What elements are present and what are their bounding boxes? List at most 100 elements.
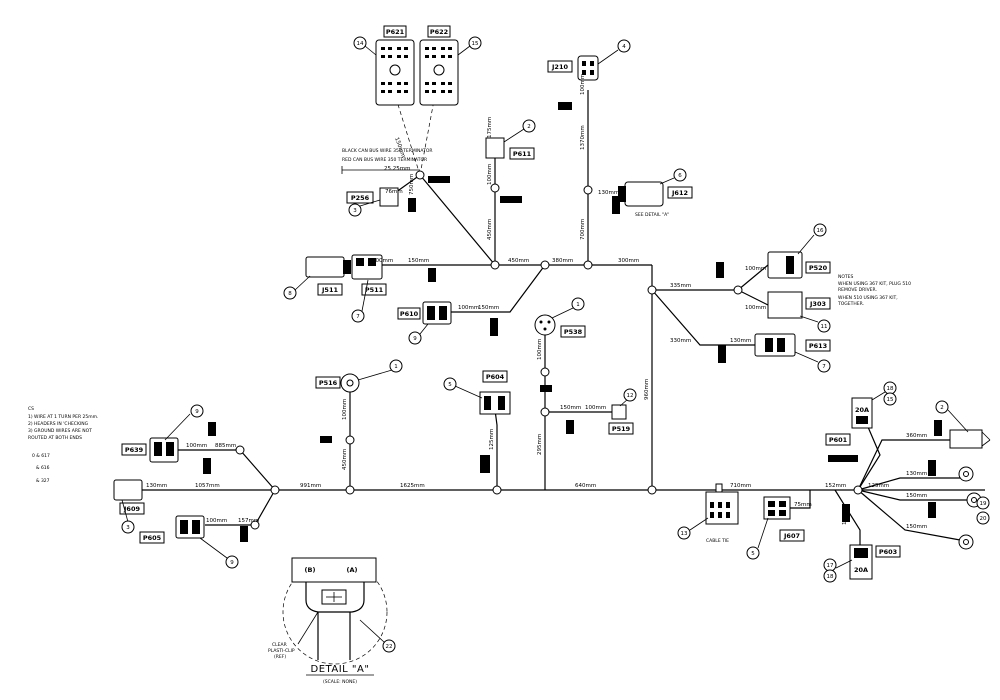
svg-text:9: 9 bbox=[230, 560, 234, 566]
connector-p603-fuse: 20A P603 bbox=[849, 544, 901, 580]
left-notes: CS 1) WIRE AT 1 TURN PER 25mm. 2) HEADER… bbox=[28, 406, 98, 484]
svg-text:1: 1 bbox=[394, 364, 398, 370]
svg-text:J303: J303 bbox=[809, 300, 826, 308]
svg-text:2) HEADERS IN 'CHECKING: 2) HEADERS IN 'CHECKING bbox=[28, 421, 89, 427]
connector-p511: P511 bbox=[351, 254, 387, 296]
svg-text:P603: P603 bbox=[879, 548, 897, 556]
svg-text:710mm: 710mm bbox=[730, 483, 751, 489]
svg-text:DETAIL "A": DETAIL "A" bbox=[311, 664, 370, 675]
svg-text:750mm: 750mm bbox=[409, 174, 415, 195]
connector-p621-pins bbox=[381, 47, 408, 93]
svg-text:6: 6 bbox=[678, 173, 682, 179]
svg-text:14: 14 bbox=[357, 41, 364, 47]
connector-p516: P516 bbox=[315, 373, 360, 393]
connector-p538: P538 bbox=[534, 314, 586, 338]
svg-text:1625mm: 1625mm bbox=[400, 483, 425, 489]
svg-text:13: 13 bbox=[681, 531, 688, 537]
svg-text:100mm: 100mm bbox=[372, 258, 393, 264]
svg-text:175mm: 175mm bbox=[487, 117, 493, 138]
svg-text:100mm: 100mm bbox=[342, 399, 348, 420]
svg-text:P621: P621 bbox=[386, 28, 405, 36]
connector-p520: P520 bbox=[767, 251, 831, 279]
svg-text:19: 19 bbox=[980, 501, 987, 507]
svg-text:300mm: 300mm bbox=[618, 258, 639, 264]
svg-text:100mm: 100mm bbox=[487, 164, 493, 185]
svg-text:15: 15 bbox=[887, 397, 894, 403]
svg-text:J607: J607 bbox=[783, 532, 800, 540]
svg-text:P601: P601 bbox=[829, 436, 848, 444]
connector-p601-fuse: 20A P601 bbox=[825, 397, 873, 446]
svg-text:(A): (A) bbox=[347, 566, 358, 574]
svg-text:BLACK CAN BUS WIRE 350 TERMINA: BLACK CAN BUS WIRE 350 TERMINATOR bbox=[342, 148, 433, 154]
svg-text:15: 15 bbox=[472, 41, 479, 47]
svg-text:P605: P605 bbox=[143, 534, 162, 542]
svg-text:885mm: 885mm bbox=[215, 443, 236, 449]
svg-text:100mm: 100mm bbox=[585, 405, 606, 411]
svg-text:9: 9 bbox=[195, 409, 199, 415]
svg-text:P622: P622 bbox=[430, 28, 448, 36]
svg-text:75mm: 75mm bbox=[794, 502, 812, 508]
svg-text:WHEN USING 367 KIT, PLUG 510: WHEN USING 367 KIT, PLUG 510 bbox=[838, 281, 911, 287]
svg-text:& 616: & 616 bbox=[36, 465, 50, 471]
svg-text:J511: J511 bbox=[321, 286, 338, 294]
svg-text:20: 20 bbox=[980, 516, 987, 522]
svg-text:150mm: 150mm bbox=[560, 405, 581, 411]
svg-text:22: 22 bbox=[386, 644, 393, 650]
svg-text:640mm: 640mm bbox=[575, 483, 596, 489]
svg-text:5: 5 bbox=[448, 382, 452, 388]
svg-text:(SCALE: NONE): (SCALE: NONE) bbox=[323, 679, 357, 685]
see-detail-label: SEE DETAIL "A" bbox=[635, 212, 669, 218]
svg-text:450mm: 450mm bbox=[342, 449, 348, 470]
svg-text:(REF): (REF) bbox=[274, 654, 286, 660]
junction-nodes bbox=[235, 170, 863, 530]
svg-text:8: 8 bbox=[288, 291, 292, 297]
item-balloons: 14 15 4 2 6 3 8 7 9 1 16 11 bbox=[121, 36, 990, 653]
svg-text:991mm: 991mm bbox=[300, 483, 321, 489]
svg-text:P613: P613 bbox=[809, 342, 827, 350]
connector-j511: J511 bbox=[305, 256, 351, 296]
svg-text:18: 18 bbox=[827, 574, 834, 580]
svg-text:295mm: 295mm bbox=[537, 434, 543, 455]
connector-p519: P519 bbox=[608, 404, 634, 435]
svg-text:P511: P511 bbox=[365, 286, 384, 294]
svg-text:3) GROUND WIRES ARE NOT: 3) GROUND WIRES ARE NOT bbox=[28, 428, 92, 434]
svg-text:100mm: 100mm bbox=[745, 266, 766, 272]
svg-text:J609: J609 bbox=[123, 505, 140, 513]
svg-text:152mm: 152mm bbox=[825, 483, 846, 489]
svg-text:12: 12 bbox=[627, 393, 634, 399]
svg-text:130mm: 130mm bbox=[906, 471, 927, 477]
svg-text:3: 3 bbox=[126, 525, 130, 531]
svg-text:P520: P520 bbox=[809, 264, 828, 272]
connector-p256: P256 bbox=[346, 187, 399, 207]
svg-text:330mm: 330mm bbox=[670, 338, 691, 344]
svg-text:150mm: 150mm bbox=[478, 305, 499, 311]
svg-text:1: 1 bbox=[576, 302, 580, 308]
connector-j303: J303 bbox=[767, 291, 831, 319]
svg-text:100mm: 100mm bbox=[842, 504, 848, 525]
svg-text:7: 7 bbox=[356, 314, 360, 320]
svg-text:P516: P516 bbox=[319, 379, 338, 387]
svg-text:100mm: 100mm bbox=[580, 74, 586, 95]
svg-text:1) WIRE AT 1 TURN PER 25mm.: 1) WIRE AT 1 TURN PER 25mm. bbox=[28, 414, 98, 420]
svg-text:P611: P611 bbox=[513, 150, 532, 158]
svg-text:ROUTED AT BOTH ENDS: ROUTED AT BOTH ENDS bbox=[28, 435, 82, 441]
harness-trunks bbox=[140, 90, 985, 545]
connector-p604: P604 bbox=[479, 370, 511, 415]
connector-j609: J609 bbox=[113, 479, 145, 515]
svg-text:100mm: 100mm bbox=[745, 305, 766, 311]
svg-text:P610: P610 bbox=[400, 310, 419, 318]
svg-text:380mm: 380mm bbox=[552, 258, 573, 264]
svg-text:11: 11 bbox=[821, 324, 828, 330]
svg-text:NOTES: NOTES bbox=[838, 274, 854, 280]
connector-p605: P605 bbox=[139, 515, 205, 544]
svg-text:20A: 20A bbox=[855, 406, 869, 414]
connector-j612: J612 bbox=[618, 181, 693, 207]
svg-text:130mm: 130mm bbox=[146, 483, 167, 489]
svg-text:TOGETHER.: TOGETHER. bbox=[837, 301, 864, 307]
connector-p613: P613 bbox=[754, 333, 831, 357]
svg-text:150mm: 150mm bbox=[393, 137, 406, 159]
wire-tags bbox=[203, 102, 942, 542]
connector-j210: J210 bbox=[547, 55, 599, 81]
svg-text:CABLE TIE: CABLE TIE bbox=[706, 538, 729, 544]
